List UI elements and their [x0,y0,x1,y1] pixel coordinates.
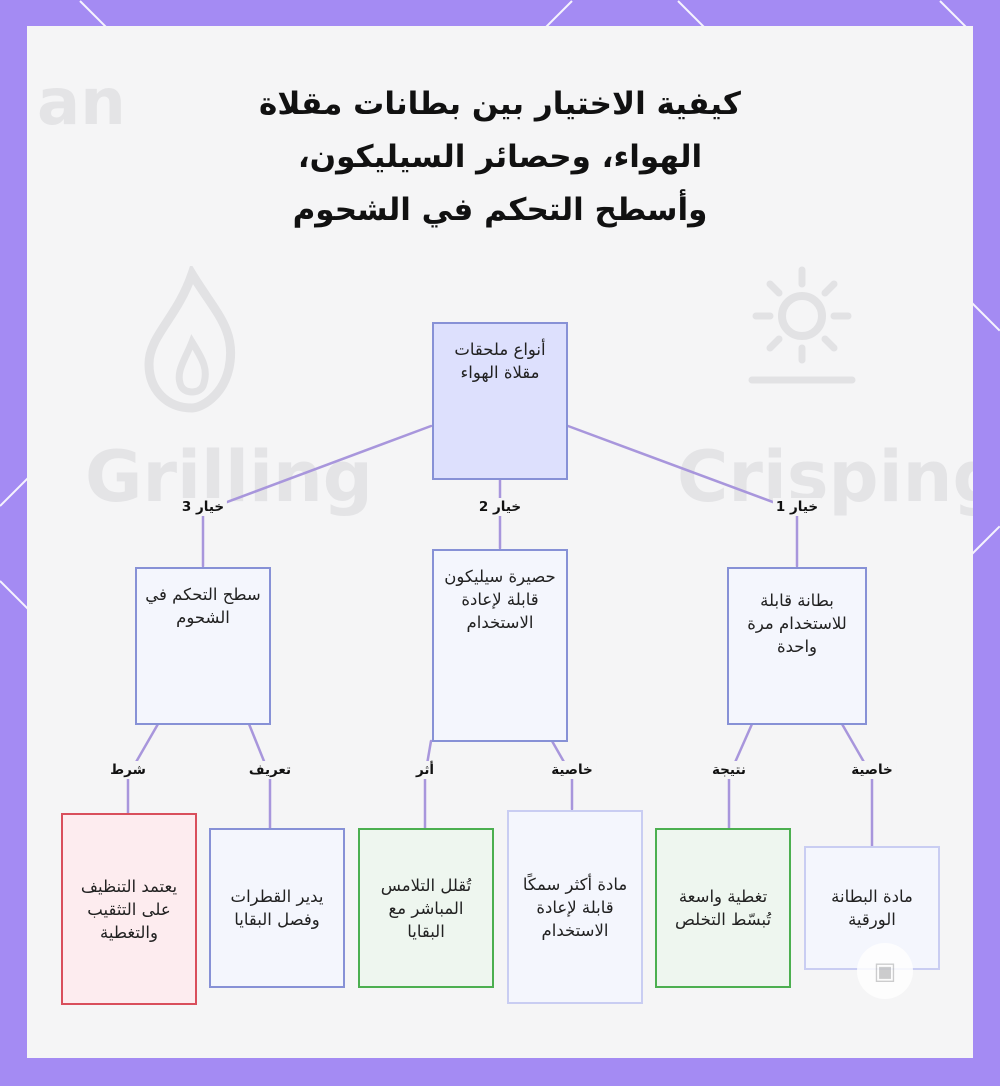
edge-label-leaf2a: خاصية [548,761,596,779]
leaf-node-mat-material: مادة أكثر سمكًا قابلة لإعادة الاستخدام [507,810,643,1004]
sun-icon [748,266,856,384]
edge-label-leaf1a: خاصية [848,761,896,779]
frame-decor-line [0,475,31,507]
edge-line-leaf2b [423,739,433,830]
watermark-word: an [37,66,126,140]
edge-label-leaf1b: نتيجة [708,761,750,779]
edge-line-opt1 [566,424,799,568]
edge-label-opt1: خيار 1 [772,498,822,516]
edge-line-leaf1a [840,722,874,848]
diagram-panel: an Grilling Crisping كيفية الاختيار بين … [27,26,973,1058]
leaf-node-mat-effect: تُقلل التلامس المباشر مع البقايا [358,828,494,988]
leaf-node-surface-condition: يعتمد التنظيف على التثقيب والتغطية [61,813,197,1005]
option-node-disposable-liner: بطانة قابلة للاستخدام مرة واحدة [727,567,867,725]
edge-label-opt3: خيار 3 [178,498,228,516]
flame-icon [144,266,236,413]
brand-badge-icon: ▣ [857,943,913,999]
diagram-title: كيفية الاختيار بين بطانات مقلاة الهواء، … [259,86,741,228]
edge-line-opt3 [201,424,433,568]
leaf-node-liner-coverage: تغطية واسعة تُبسّط التخلص [655,828,791,988]
watermark-word: Crisping [677,436,973,518]
leaf-node-surface-definition: يدير القطرات وفصل البقايا [209,828,345,988]
frame-decor-line [969,300,1000,332]
edge-label-opt2: خيار 2 [475,498,525,516]
edge-label-leaf3b: شرط [107,761,149,779]
frame-decor-line [969,525,1000,557]
option-node-grease-surface: سطح التحكم في الشحوم [135,567,271,725]
root-node: أنواع ملحقات مقلاة الهواء [432,322,568,480]
option-node-silicone-mat: حصيرة سيليكون قابلة لإعادة الاستخدام [432,549,568,742]
watermark-word: Grilling [85,436,373,518]
edge-label-leaf3a: تعريف [245,761,295,779]
edge-label-leaf2b: أثر [412,761,438,779]
frame-decor-line [0,580,31,612]
